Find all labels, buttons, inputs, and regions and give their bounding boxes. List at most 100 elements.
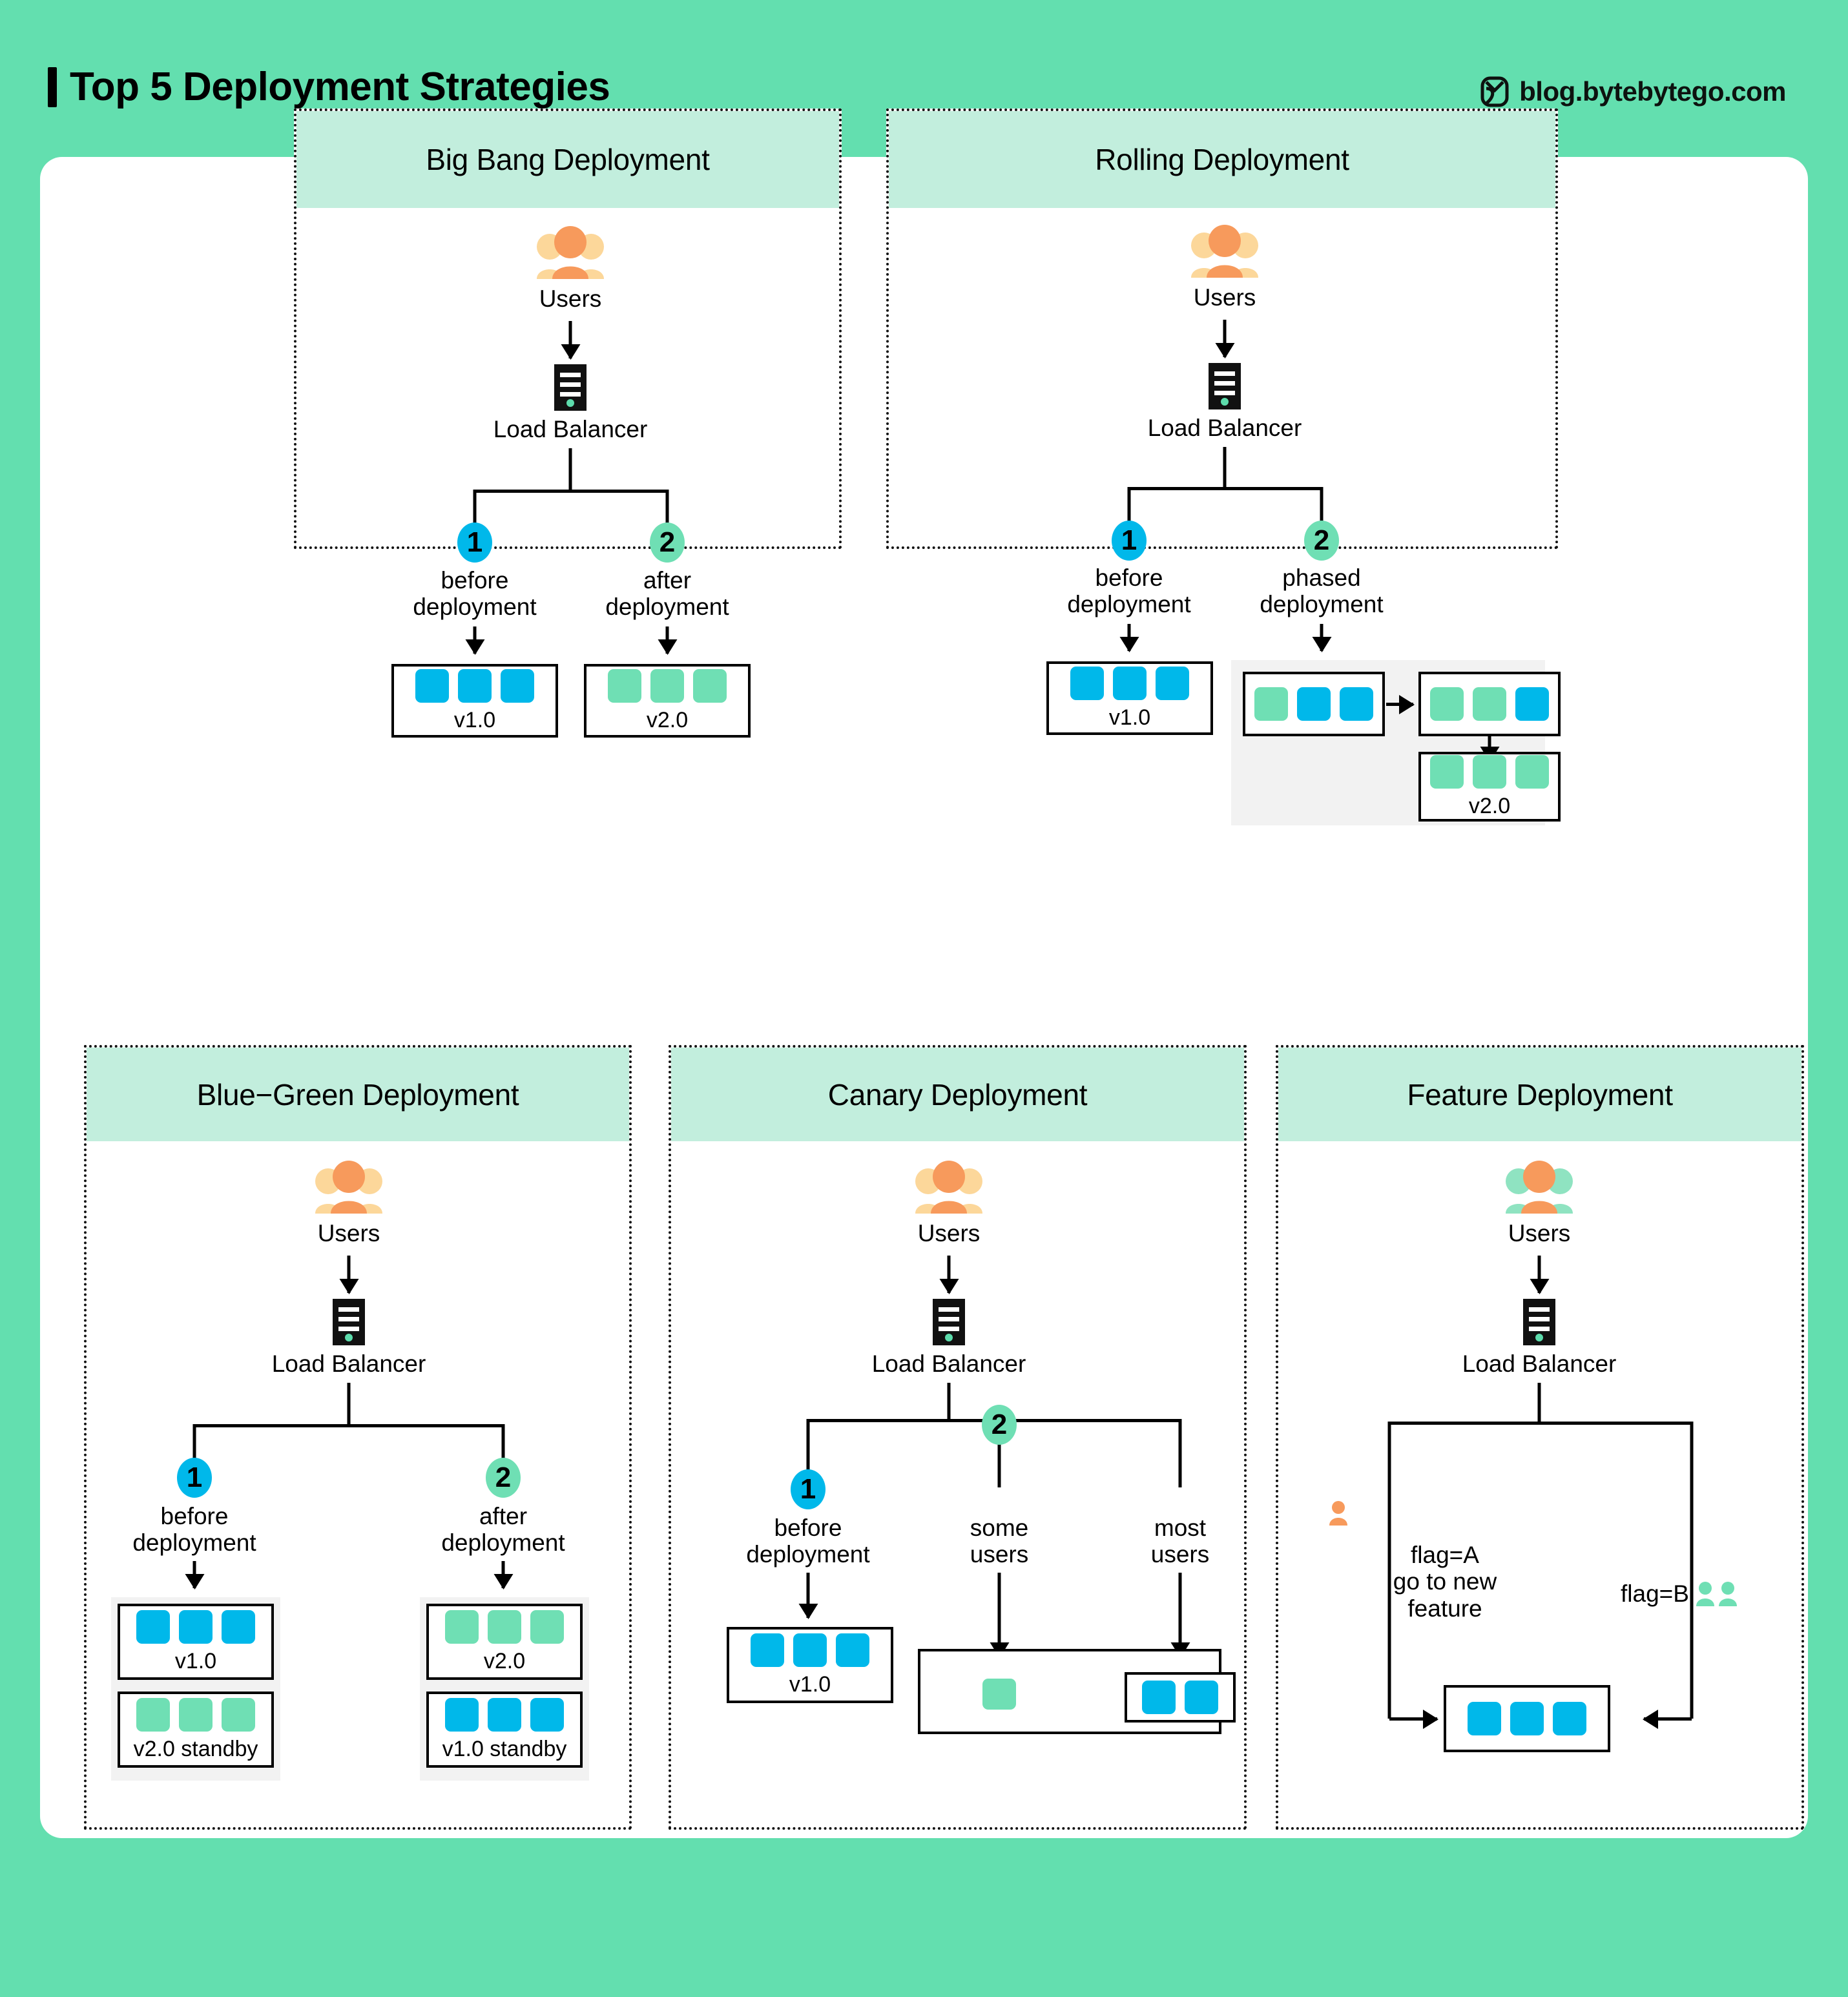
- phase-box-1: [1243, 672, 1385, 736]
- node-instance: [650, 668, 684, 703]
- standby-box-v2: v2.0 standby: [118, 1692, 274, 1768]
- load-balancer-label: Load Balancer: [271, 1350, 426, 1377]
- flag-b-line: [1690, 1422, 1694, 1719]
- page-title-group: Top 5 Deployment Strategies: [48, 67, 610, 107]
- load-balancer-label: Load Balancer: [1462, 1350, 1617, 1377]
- node-instance: [1510, 1702, 1544, 1735]
- branch-1-label: before deployment: [746, 1515, 870, 1568]
- phase2-to-phase3-arrow: [1488, 736, 1491, 761]
- flag-b-group: flag=B: [1621, 1580, 1738, 1608]
- branch-2-label: after deployment: [605, 567, 729, 621]
- panel-rolling-header: Rolling Deployment: [889, 111, 1555, 208]
- panel-big-bang: Big Bang Deployment Users Load Bal: [294, 109, 842, 738]
- node-instance: [751, 1633, 784, 1667]
- version-label: v1.0: [789, 1671, 831, 1697]
- users-to-lb-arrow: [568, 321, 572, 358]
- node-group: [1430, 754, 1549, 789]
- branch-1-arrow: [806, 1573, 810, 1618]
- node-instance: [608, 668, 641, 703]
- panel-big-bang-title: Big Bang Deployment: [426, 143, 710, 176]
- badge-1: 1: [457, 523, 492, 563]
- users-icon: [1191, 225, 1258, 278]
- node-instance: [1430, 687, 1464, 721]
- panel-rolling-body: Users Load Balancer 1 2 before deploymen…: [889, 208, 1561, 825]
- branch-2-label: phased deployment: [1260, 564, 1384, 618]
- branch-1-arrow: [192, 1561, 196, 1588]
- load-balancer-label: Load Balancer: [871, 1350, 1026, 1377]
- panel-feature-header: Feature Deployment: [1278, 1048, 1801, 1141]
- node-instance: [488, 1609, 521, 1644]
- lb-trunk-line: [347, 1383, 351, 1425]
- branch-left-line: [806, 1419, 810, 1472]
- flag-a-label: flag=A go to new feature: [1393, 1542, 1497, 1622]
- node-group: [415, 668, 534, 703]
- version-box-v1: v1.0: [118, 1604, 274, 1680]
- branch-horizontal-line: [1388, 1422, 1693, 1425]
- panel-blue-green-body: Users Load Balancer 1 2 before deploymen…: [87, 1141, 629, 1829]
- node-instance: [445, 1609, 479, 1644]
- branch-2-arrow: [665, 626, 669, 654]
- panel-blue-green-title: Blue−Green Deployment: [196, 1077, 519, 1112]
- node-group: [1254, 687, 1373, 721]
- users-icon: [915, 1161, 982, 1214]
- lb-trunk-line: [1537, 1383, 1541, 1423]
- branch-1-arrow: [1127, 624, 1131, 651]
- node-group: [1430, 687, 1549, 721]
- badge-2: 2: [486, 1458, 521, 1498]
- panel-big-bang-body: Users Load Balancer 1 2 before deploymen…: [296, 208, 839, 738]
- node-instance: [501, 668, 534, 703]
- panel-rolling-title: Rolling Deployment: [1095, 143, 1349, 176]
- users-label: Users: [317, 1220, 380, 1247]
- node-instance: [458, 668, 492, 703]
- node-instance: [222, 1609, 255, 1644]
- badge-1: 1: [1112, 521, 1147, 561]
- panel-canary-header: Canary Deployment: [671, 1048, 1244, 1141]
- server-icon: [933, 1299, 965, 1345]
- node-instance: [488, 1697, 521, 1732]
- node-instance: [1156, 666, 1189, 700]
- node-instance: [1430, 754, 1464, 789]
- panel-canary-body: Users Load Balancer 1 2 before deploymen…: [671, 1141, 1244, 1829]
- panel-blue-green-header: Blue−Green Deployment: [87, 1048, 629, 1141]
- server-icon: [1523, 1299, 1555, 1345]
- node-instance: [1468, 1702, 1501, 1735]
- content-card: Big Bang Deployment Users Load Bal: [40, 109, 1808, 1838]
- node-group: [136, 1609, 255, 1644]
- version-box-v1: v1.0: [727, 1627, 893, 1703]
- node-instance: [179, 1697, 213, 1732]
- badge-2: 2: [1304, 521, 1339, 561]
- branch-2-label: after deployment: [441, 1503, 565, 1557]
- badge-2: 2: [982, 1405, 1017, 1445]
- badge-1: 1: [177, 1458, 212, 1498]
- phase-box-3: v2.0: [1418, 752, 1561, 822]
- server-icon: [1209, 363, 1241, 409]
- some-users-arrow: [997, 1573, 1001, 1657]
- version-box-v2: v2.0: [426, 1604, 583, 1680]
- flag-b-label: flag=B: [1621, 1580, 1689, 1607]
- version-box-v2: v2.0: [584, 664, 751, 738]
- node-group: [445, 1697, 564, 1732]
- version-label: v1.0: [1108, 705, 1151, 730]
- branch-right-line: [501, 1424, 505, 1462]
- node-instance: [1254, 687, 1288, 721]
- node-instance: [1142, 1681, 1176, 1714]
- phase-box-2: [1418, 672, 1561, 736]
- brand-link[interactable]: blog.bytebytego.com: [1480, 76, 1786, 107]
- badge-1: 1: [791, 1469, 825, 1509]
- badge-2: 2: [650, 523, 685, 563]
- users-label: Users: [1508, 1220, 1571, 1247]
- version-box-v1: v1.0: [1046, 661, 1213, 735]
- bytebytego-logo-icon: [1480, 76, 1509, 107]
- flag-a-line: [1387, 1422, 1391, 1719]
- node-instance: [1070, 666, 1104, 700]
- node-instance: [1473, 687, 1506, 721]
- panel-feature-body: Users Load Balancer flag=A go to new fea…: [1278, 1141, 1801, 1829]
- users-to-lb-arrow: [1537, 1256, 1541, 1293]
- some-users-label: some users: [970, 1515, 1029, 1568]
- panel-rolling: Rolling Deployment Users Load Balancer: [886, 109, 1561, 825]
- node-instance: [1553, 1702, 1586, 1735]
- page-header: Top 5 Deployment Strategies blog.bytebyt…: [0, 0, 1848, 157]
- branch-1-label: before deployment: [413, 567, 537, 621]
- branch-2-arrow: [501, 1561, 505, 1588]
- most-users-arrow: [1178, 1573, 1182, 1657]
